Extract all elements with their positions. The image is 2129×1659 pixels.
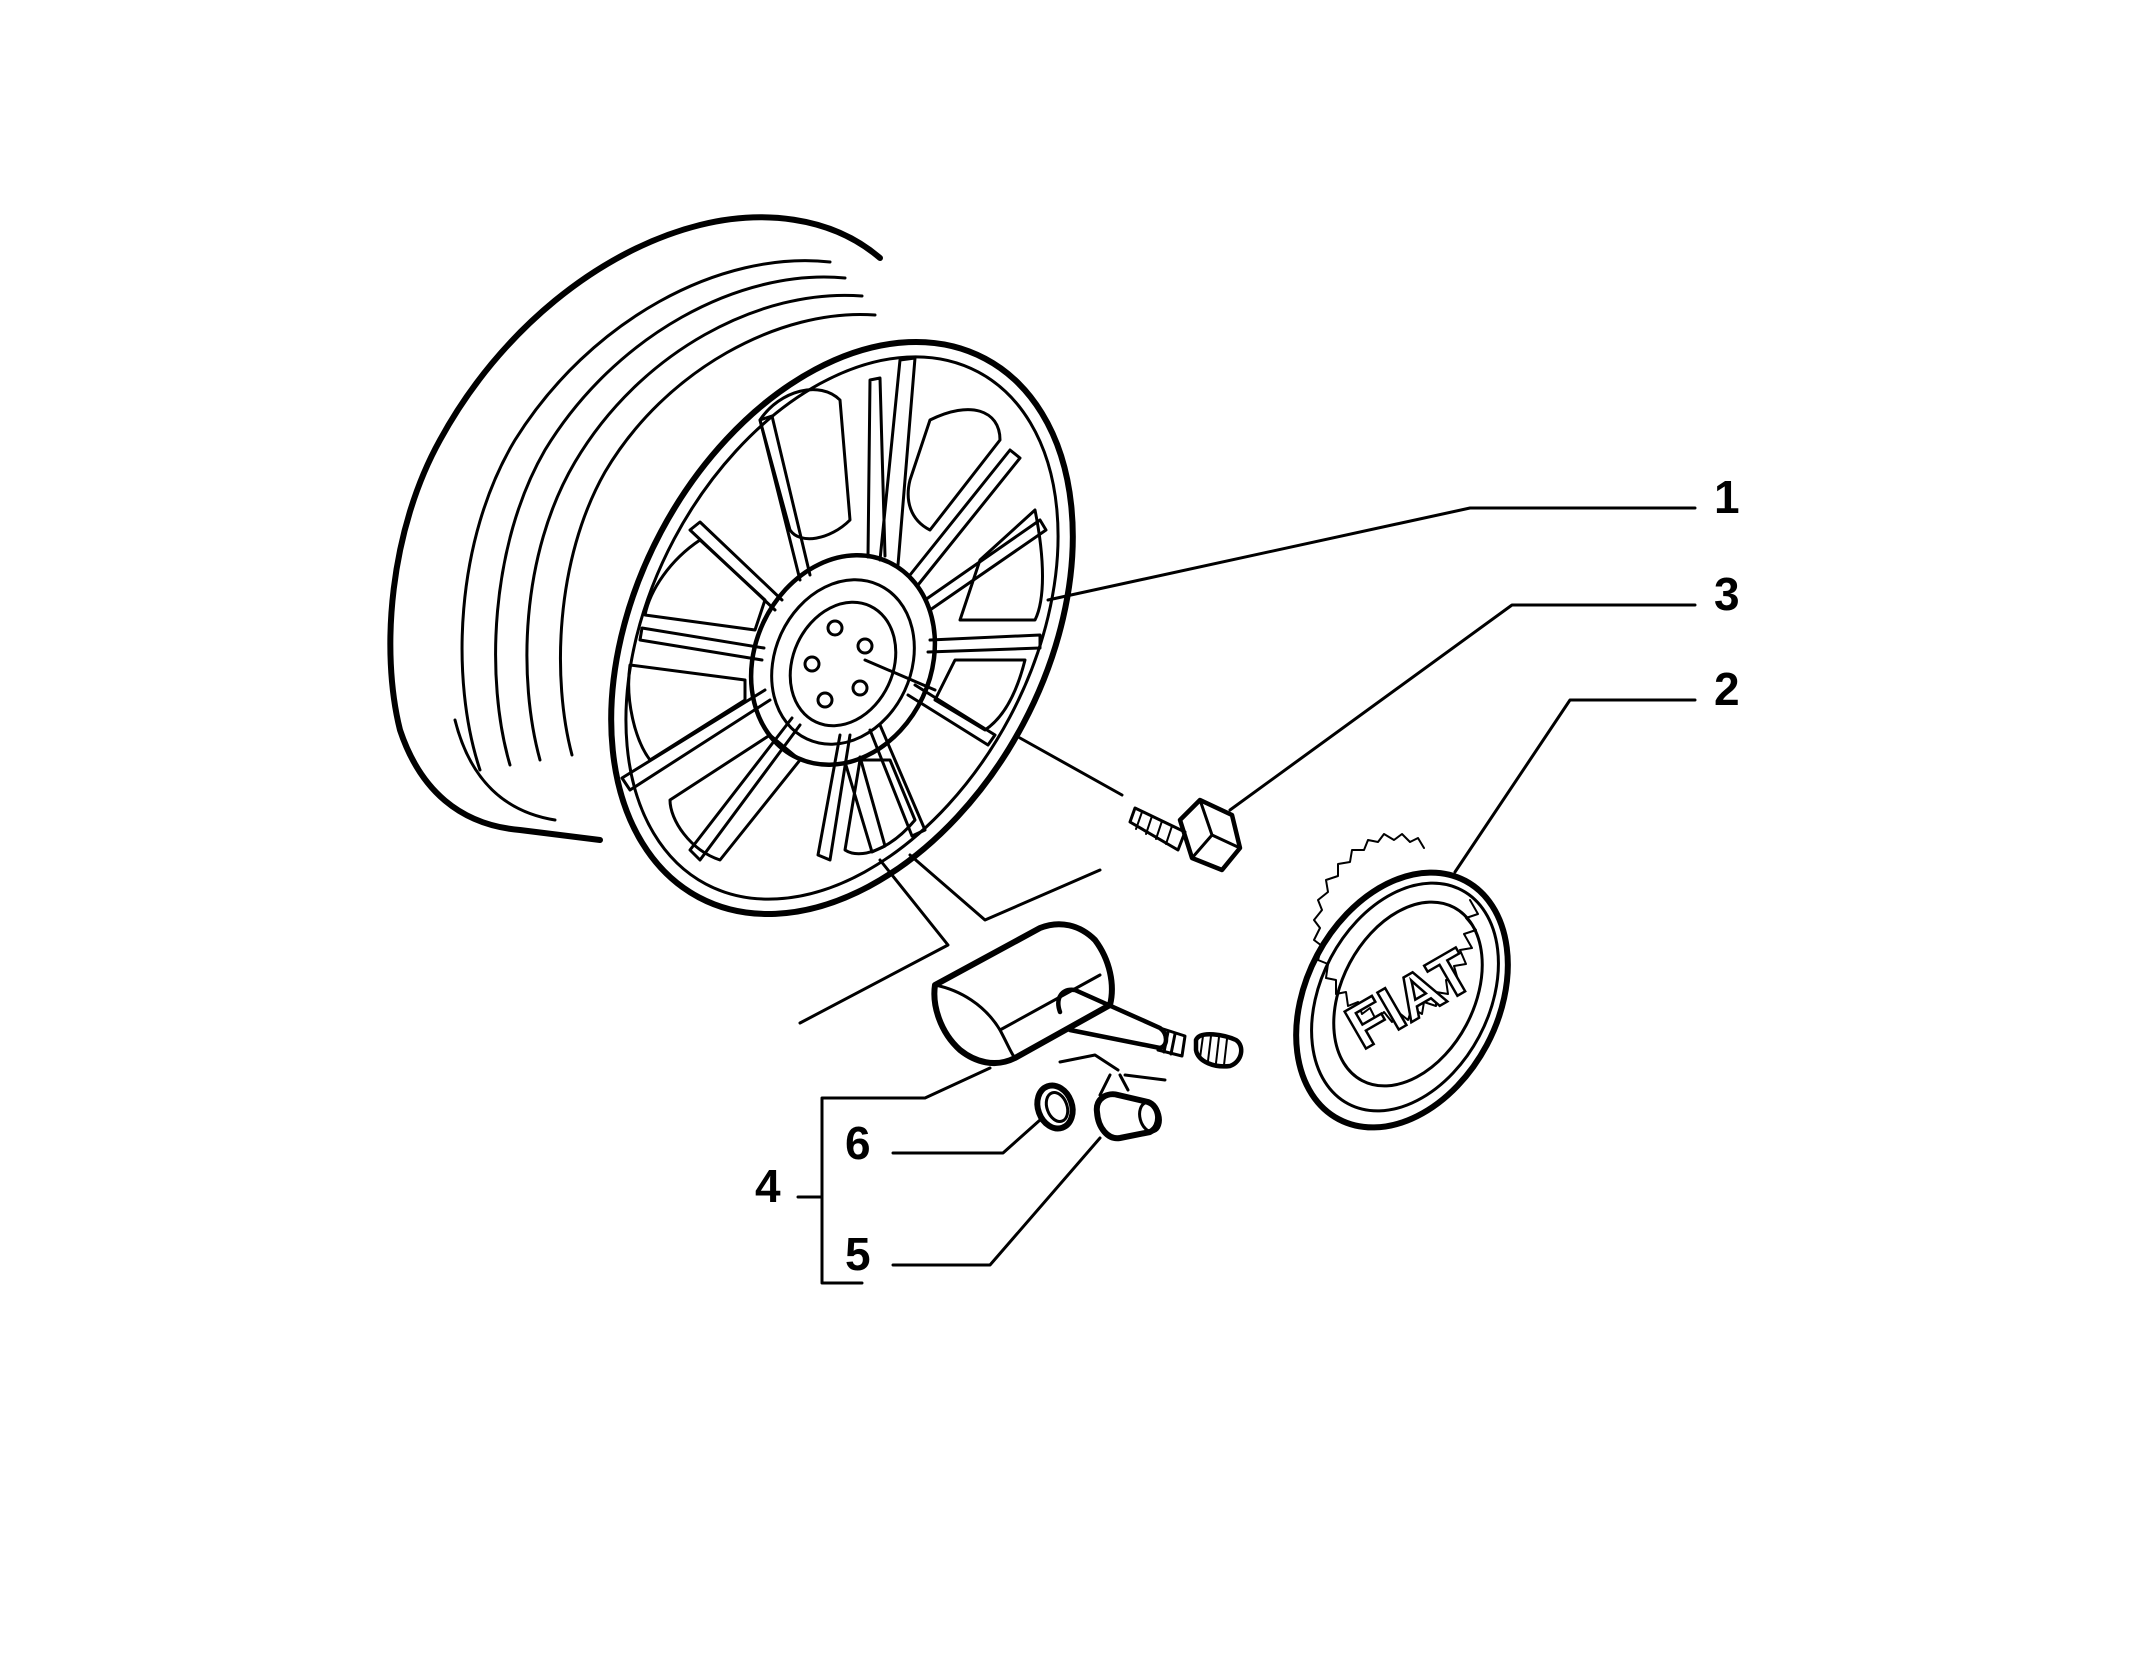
leader-2 bbox=[1453, 698, 1697, 874]
hub-emblem[interactable]: FIAT bbox=[1254, 833, 1550, 1164]
callout-3: 3 bbox=[1714, 568, 1740, 620]
callout-2: 2 bbox=[1714, 663, 1740, 715]
leader-1 bbox=[1046, 506, 1697, 602]
callout-5: 5 bbox=[845, 1228, 871, 1280]
assembly-axis-lines bbox=[798, 658, 1167, 1097]
callout-6: 6 bbox=[845, 1117, 871, 1169]
callout-1: 1 bbox=[1714, 471, 1740, 523]
callout-labels: 1 3 2 4 6 5 bbox=[755, 471, 1740, 1280]
leader-4-bracket bbox=[820, 1066, 992, 1285]
callout-4: 4 bbox=[755, 1160, 781, 1212]
valve-ring[interactable] bbox=[1032, 1081, 1079, 1134]
leader-5 bbox=[891, 1136, 1102, 1267]
tpms-sensor[interactable] bbox=[931, 921, 1244, 1069]
leader-3 bbox=[1228, 603, 1697, 812]
wheel[interactable] bbox=[387, 214, 1166, 993]
leader-lines bbox=[796, 506, 1697, 1285]
wheel-bolt[interactable] bbox=[1128, 797, 1243, 873]
leader-6 bbox=[891, 1118, 1042, 1155]
valve-cap[interactable] bbox=[1093, 1091, 1164, 1142]
